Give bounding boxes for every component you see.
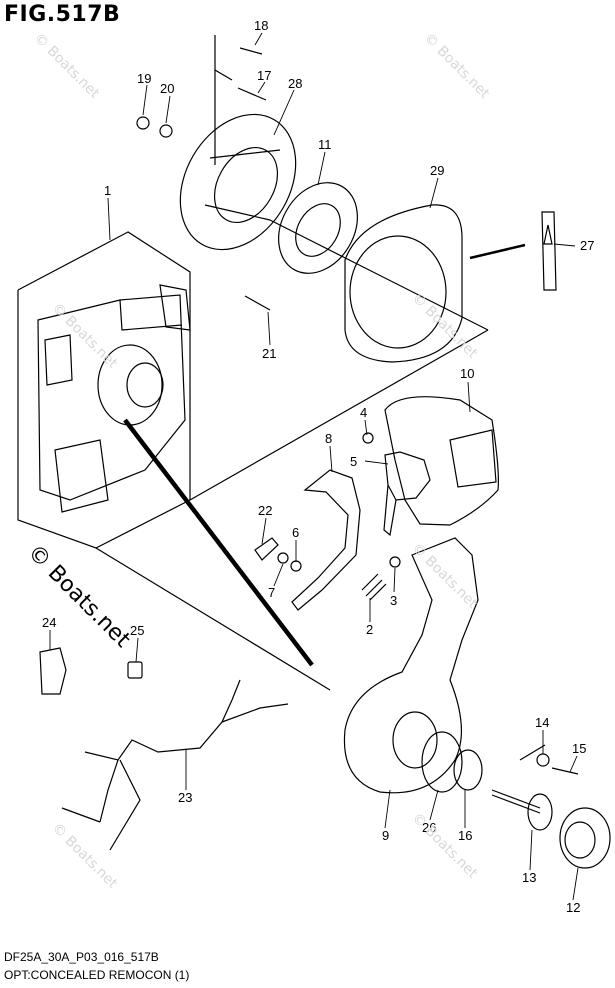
- bolt-7: [277, 552, 289, 564]
- figure-description: OPT:CONCEALED REMOCON (1): [4, 968, 190, 982]
- fuse: [541, 211, 557, 291]
- frame-line: [519, 744, 546, 761]
- cover: [384, 396, 499, 526]
- cover-ring: [278, 182, 358, 274]
- leader-line: [553, 243, 576, 247]
- wiring-harness: [61, 679, 289, 851]
- callout-label: 2: [366, 622, 373, 637]
- leader-line: [135, 637, 139, 663]
- figure-code: DF25A_30A_P03_016_517B: [4, 950, 159, 964]
- figure-title: FIG.517B: [4, 2, 121, 27]
- spring-2: [361, 573, 387, 601]
- callout-label: 6: [292, 525, 299, 540]
- callout-label: 24: [42, 615, 56, 630]
- control-housing: [343, 537, 479, 794]
- nut-19: [136, 116, 150, 130]
- remote-control-box: [37, 284, 191, 513]
- leader-line: [165, 95, 171, 124]
- callout-label: 23: [178, 790, 192, 805]
- leader-line: [364, 419, 368, 436]
- washer-14: [536, 753, 550, 767]
- leader-line: [317, 151, 326, 186]
- leader-line: [572, 867, 579, 901]
- callout-label: 17: [257, 68, 271, 83]
- callout-label: 20: [160, 81, 174, 96]
- callout-label: 8: [325, 431, 332, 446]
- leader-line: [393, 567, 396, 593]
- washer-6: [290, 560, 302, 572]
- leader-line: [142, 84, 148, 116]
- leader-line: [273, 563, 284, 587]
- base-plate: [179, 113, 297, 251]
- leader-line: [273, 89, 295, 136]
- bolt-4: [362, 432, 374, 444]
- bolt-3: [389, 556, 401, 568]
- washer-20: [159, 124, 173, 138]
- callout-label: 26: [422, 820, 436, 835]
- callout-label: 13: [522, 870, 536, 885]
- callout-label: 1: [104, 183, 111, 198]
- leader-line: [261, 517, 267, 545]
- frame-line: [189, 329, 489, 501]
- leader-line: [429, 177, 439, 209]
- callout-label: 18: [254, 18, 268, 33]
- callout-label: 19: [137, 71, 151, 86]
- leader-line: [257, 81, 266, 94]
- callout-label: 9: [382, 828, 389, 843]
- screw-17: [237, 87, 267, 101]
- grommet: [127, 661, 143, 679]
- callout-label: 4: [360, 405, 367, 420]
- callout-label: 29: [430, 163, 444, 178]
- callout-label: 27: [580, 238, 594, 253]
- frame-line: [269, 219, 489, 331]
- detent-arm: [383, 451, 431, 537]
- callout-label: 25: [130, 623, 144, 638]
- leader-line: [384, 789, 391, 829]
- lever: [291, 469, 361, 611]
- gasket: [344, 204, 463, 363]
- clip: [39, 647, 67, 695]
- callout-label: 16: [458, 828, 472, 843]
- leader-line: [467, 381, 471, 413]
- leader-line: [429, 789, 439, 821]
- callout-label: 28: [288, 76, 302, 91]
- plate: [453, 749, 483, 791]
- frame-line: [95, 547, 331, 691]
- knob: [559, 807, 611, 869]
- callout-label: 12: [566, 900, 580, 915]
- callout-label: 15: [572, 741, 586, 756]
- frame-line: [469, 243, 526, 260]
- callout-label: 22: [258, 503, 272, 518]
- leader-line: [569, 755, 578, 773]
- screw-18: [239, 47, 263, 55]
- callout-label: 7: [268, 585, 275, 600]
- leader-line: [529, 829, 533, 871]
- leader-line: [329, 445, 333, 473]
- callout-label: 21: [262, 346, 276, 361]
- frame-line: [214, 35, 233, 81]
- screw-15: [551, 767, 579, 775]
- frame-line: [123, 418, 314, 667]
- callout-label: 3: [390, 593, 397, 608]
- leader-line: [267, 311, 271, 346]
- callout-label: 10: [460, 366, 474, 381]
- bracket-22: [254, 537, 279, 561]
- screw-21: [244, 295, 271, 311]
- leader-line: [254, 32, 263, 46]
- leader-line: [364, 460, 389, 465]
- callout-label: 5: [350, 454, 357, 469]
- callout-label: 11: [318, 137, 332, 152]
- shaft: [491, 789, 553, 831]
- leader-line: [107, 197, 111, 241]
- seal-ring: [421, 731, 463, 793]
- frame-line: [17, 231, 191, 500]
- frame-line: [17, 290, 191, 549]
- callout-label: 14: [535, 715, 549, 730]
